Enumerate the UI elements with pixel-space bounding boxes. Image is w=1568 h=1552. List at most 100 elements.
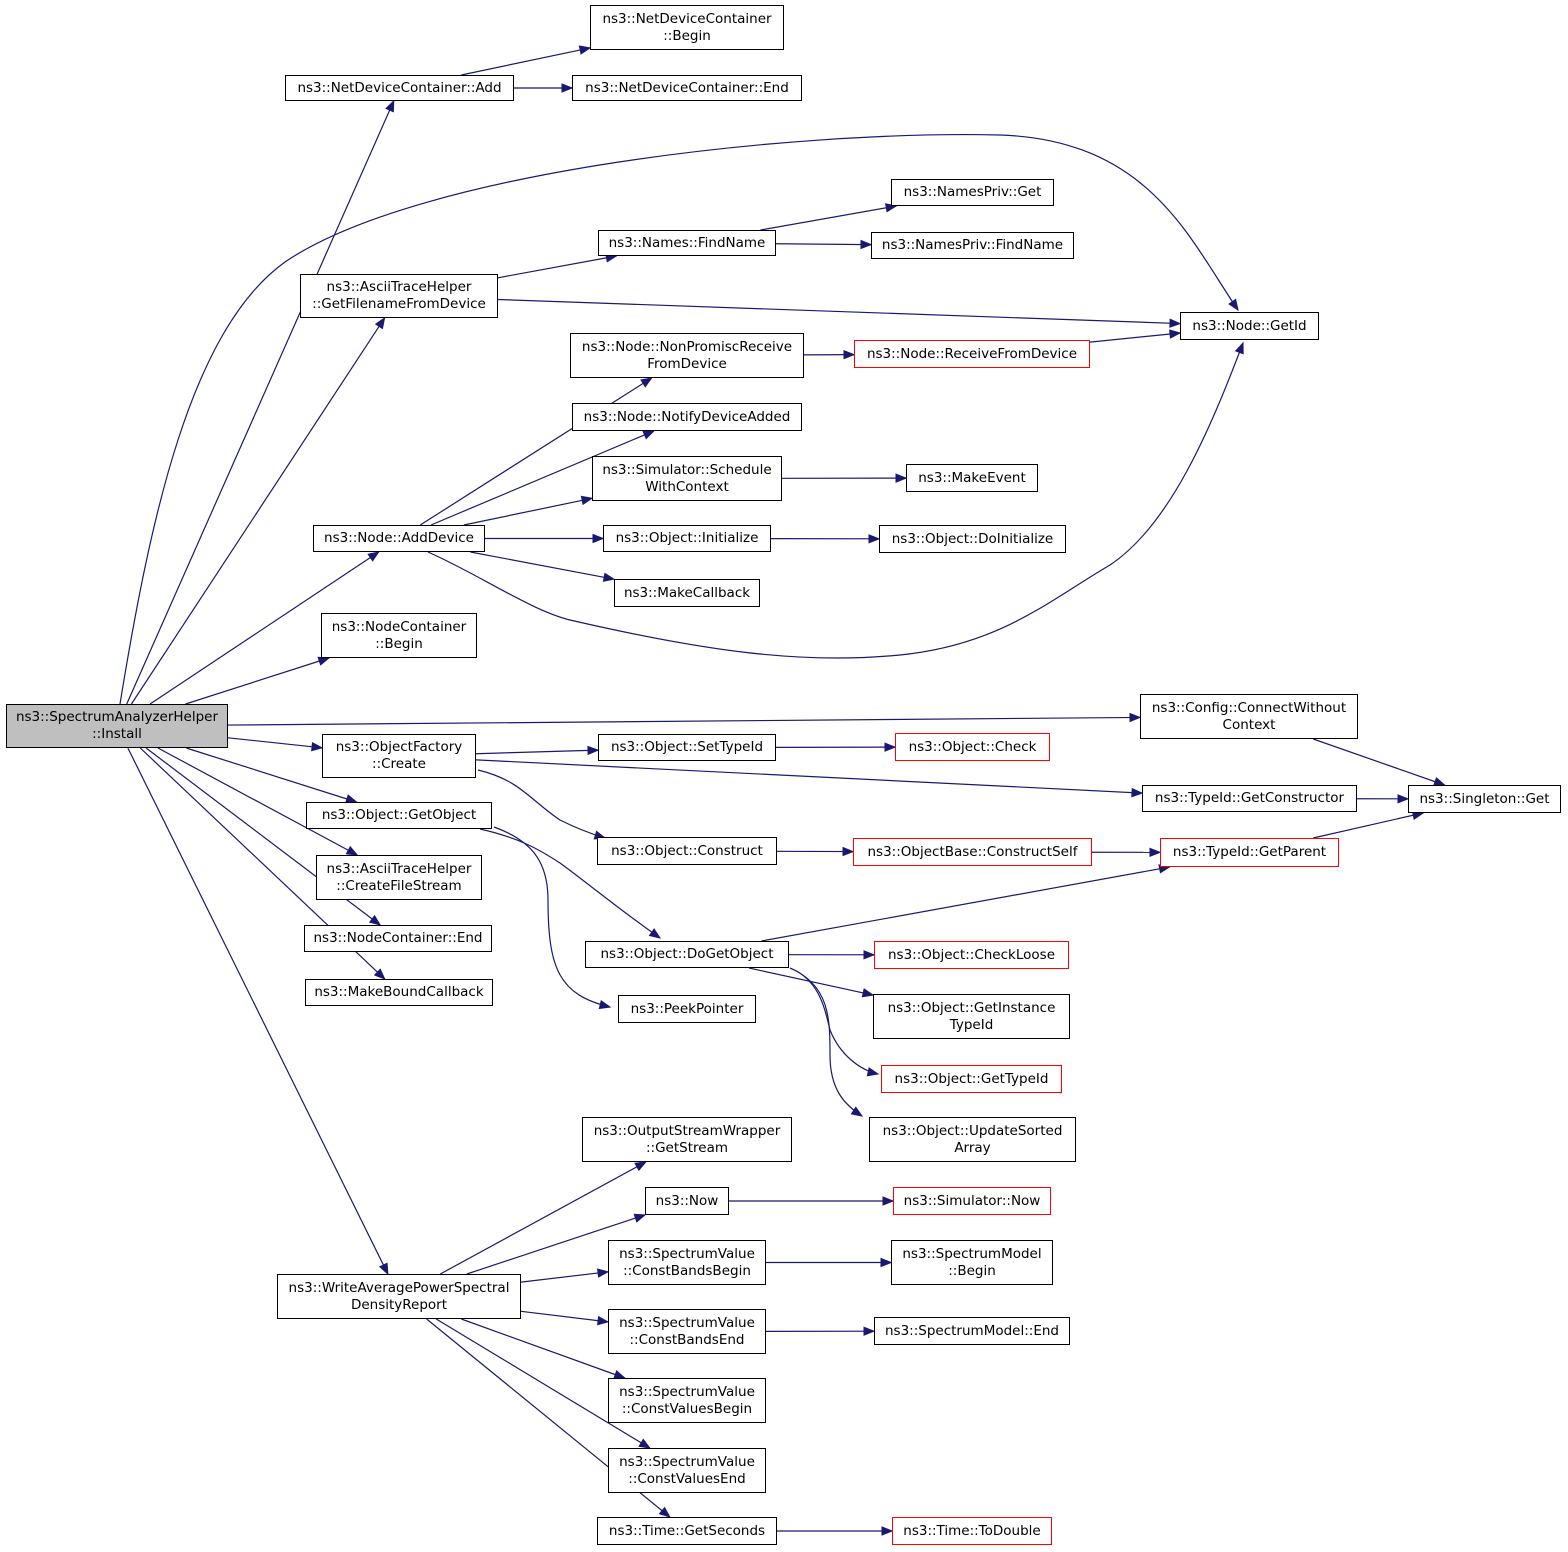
node-label-line: ns3::SpectrumValue [619, 1314, 755, 1331]
node-label: ns3::MakeEvent [918, 470, 1026, 487]
node-makebound[interactable]: ns3::MakeBoundCallback [305, 979, 493, 1006]
arrowhead-cbend-to-smend [863, 1326, 876, 1336]
edge-writeavg-to-cvbegin [461, 1318, 625, 1379]
node-objcheck[interactable]: ns3::Object::Check [895, 733, 1050, 761]
node-label: ns3::Node::AddDevice [324, 530, 474, 547]
node-label: ns3::SpectrumValue::ConstBandsEnd [619, 1315, 755, 1349]
node-ndcbegin[interactable]: ns3::NetDeviceContainer::Begin [590, 5, 784, 50]
arrowhead-adddevice-to-objinit [592, 533, 605, 544]
arrowhead-root-to-ncbegin [317, 656, 331, 666]
node-recvfrom[interactable]: ns3::Node::ReceiveFromDevice [854, 340, 1090, 368]
node-ndcend[interactable]: ns3::NetDeviceContainer::End [572, 75, 802, 101]
node-ncbegin[interactable]: ns3::NodeContainer::Begin [321, 613, 477, 658]
arrowhead-objinit-to-objdoinit [868, 534, 881, 544]
arrowhead-cbbegin-to-smbegin [880, 1257, 893, 1268]
node-notify[interactable]: ns3::Node::NotifyDeviceAdded [572, 403, 802, 431]
node-makeevent[interactable]: ns3::MakeEvent [906, 464, 1038, 492]
arrowhead-ndcadd-to-ndcbegin [578, 45, 592, 55]
node-singget[interactable]: ns3::Singleton::Get [1408, 785, 1561, 813]
node-label-line: ns3::SpectrumModel::End [885, 1322, 1059, 1339]
node-label: ns3::TypeId::GetConstructor [1155, 790, 1344, 807]
node-label-line: ::GetStream [645, 1139, 728, 1156]
node-ndcadd[interactable]: ns3::NetDeviceContainer::Add [285, 75, 514, 101]
node-checkloose[interactable]: ns3::Object::CheckLoose [874, 941, 1069, 969]
node-root: ns3::SpectrumAnalyzerHelper::Install [6, 704, 228, 748]
node-getparent[interactable]: ns3::TypeId::GetParent [1160, 838, 1339, 867]
node-objdoinit[interactable]: ns3::Object::DoInitialize [879, 525, 1066, 553]
node-label: ns3::Object::CheckLoose [888, 947, 1055, 964]
arrowhead-root-to-atcreate [345, 845, 359, 856]
node-label-line: Context [1222, 716, 1276, 733]
node-peekptr[interactable]: ns3::PeekPointer [618, 995, 756, 1023]
edge-root-to-getid [119, 134, 1239, 705]
node-label: ns3::ObjectBase::ConstructSelf [868, 844, 1078, 861]
node-label: ns3::NodeContainer::Begin [332, 619, 466, 653]
edge-root-to-cfgconn [227, 716, 1141, 726]
node-settypeid[interactable]: ns3::Object::SetTypeId [598, 734, 776, 761]
node-ofcreate[interactable]: ns3::ObjectFactory::Create [322, 734, 476, 778]
node-npget[interactable]: ns3::NamesPriv::Get [891, 179, 1054, 206]
node-adddevice[interactable]: ns3::Node::AddDevice [313, 525, 485, 552]
edge-root-to-ofcreate [227, 737, 323, 749]
node-label-line: ::ConstValuesEnd [628, 1470, 746, 1487]
node-getsec[interactable]: ns3::Time::GetSeconds [597, 1517, 777, 1545]
node-label-line: ns3::SpectrumModel [902, 1245, 1042, 1262]
node-label: ns3::AsciiTraceHelper::GetFilenameFromDe… [312, 279, 486, 313]
node-label: ns3::Object::Construct [611, 843, 763, 860]
node-label: ns3::PeekPointer [631, 1001, 744, 1018]
node-makecb[interactable]: ns3::MakeCallback [614, 579, 760, 607]
node-cvbegin[interactable]: ns3::SpectrumValue::ConstValuesBegin [608, 1378, 766, 1423]
node-cbend[interactable]: ns3::SpectrumValue::ConstBandsEnd [608, 1309, 766, 1354]
node-atcreate[interactable]: ns3::AsciiTraceHelper::CreateFileStream [316, 855, 482, 900]
node-now[interactable]: ns3::Now [645, 1187, 729, 1215]
node-label: ns3::Node::NotifyDeviceAdded [584, 409, 791, 426]
edge-cfgconn-to-singget [1313, 738, 1445, 786]
node-label-line: ns3::Node::NotifyDeviceAdded [583, 408, 791, 425]
node-label-line: ns3::Object::Check [908, 738, 1037, 755]
node-construct[interactable]: ns3::Object::Construct [597, 837, 777, 865]
node-ncend[interactable]: ns3::NodeContainer::End [304, 925, 492, 952]
node-todouble[interactable]: ns3::Time::ToDouble [892, 1517, 1052, 1545]
node-label: ns3::SpectrumValue::ConstValuesBegin [619, 1384, 755, 1418]
arrowhead-root-to-makebound [373, 968, 386, 980]
node-label-line: ns3::PeekPointer [630, 1000, 744, 1017]
node-findname[interactable]: ns3::Names::FindName [598, 230, 776, 256]
node-getctor[interactable]: ns3::TypeId::GetConstructor [1142, 785, 1357, 812]
node-oswget[interactable]: ns3::OutputStreamWrapper::GetStream [582, 1117, 792, 1162]
arrowhead-ofcreate-to-getctor [1131, 787, 1144, 798]
node-atfile[interactable]: ns3::AsciiTraceHelper::GetFilenameFromDe… [300, 274, 498, 318]
node-label-line: ns3::Object::Initialize [615, 530, 759, 546]
arrowhead-getobject-to-peekptr [598, 999, 612, 1010]
node-gettypeid[interactable]: ns3::Object::GetTypeId [881, 1065, 1062, 1093]
node-label-line: ns3::Object::DoGetObject [600, 946, 774, 962]
node-cvend[interactable]: ns3::SpectrumValue::ConstValuesEnd [608, 1448, 766, 1493]
arrowhead-getsec-to-todouble [881, 1526, 894, 1536]
node-dogetobj[interactable]: ns3::Object::DoGetObject [585, 941, 789, 968]
arrowhead-root-to-adddevice [367, 551, 380, 562]
node-constself[interactable]: ns3::ObjectBase::ConstructSelf [853, 838, 1092, 866]
node-objinit[interactable]: ns3::Object::Initialize [603, 525, 771, 552]
arrowhead-adddevice-to-nonprom [640, 377, 653, 388]
arrowhead-writeavg-to-getsec [658, 1506, 671, 1518]
edge-atfile-to-findname [497, 255, 617, 279]
node-smbegin[interactable]: ns3::SpectrumModel::Begin [891, 1240, 1053, 1285]
node-simnow[interactable]: ns3::Simulator::Now [893, 1187, 1051, 1215]
edge-adddevice-to-getid [427, 342, 1244, 659]
arrowhead-writeavg-to-cbbegin [597, 1268, 610, 1278]
edge-dogetobj-to-getparent [761, 866, 1170, 942]
node-getobject[interactable]: ns3::Object::GetObject [306, 802, 492, 829]
node-smend[interactable]: ns3::SpectrumModel::End [874, 1317, 1070, 1345]
node-label-line: TypeId [949, 1016, 994, 1033]
arrowhead-ndcadd-to-ndcend [561, 83, 574, 93]
node-npfind[interactable]: ns3::NamesPriv::FindName [871, 232, 1074, 259]
node-label-line: ns3::TypeId::GetConstructor [1154, 790, 1345, 806]
node-getid[interactable]: ns3::Node::GetId [1180, 312, 1319, 340]
node-cbbegin[interactable]: ns3::SpectrumValue::ConstBandsBegin [608, 1240, 766, 1285]
